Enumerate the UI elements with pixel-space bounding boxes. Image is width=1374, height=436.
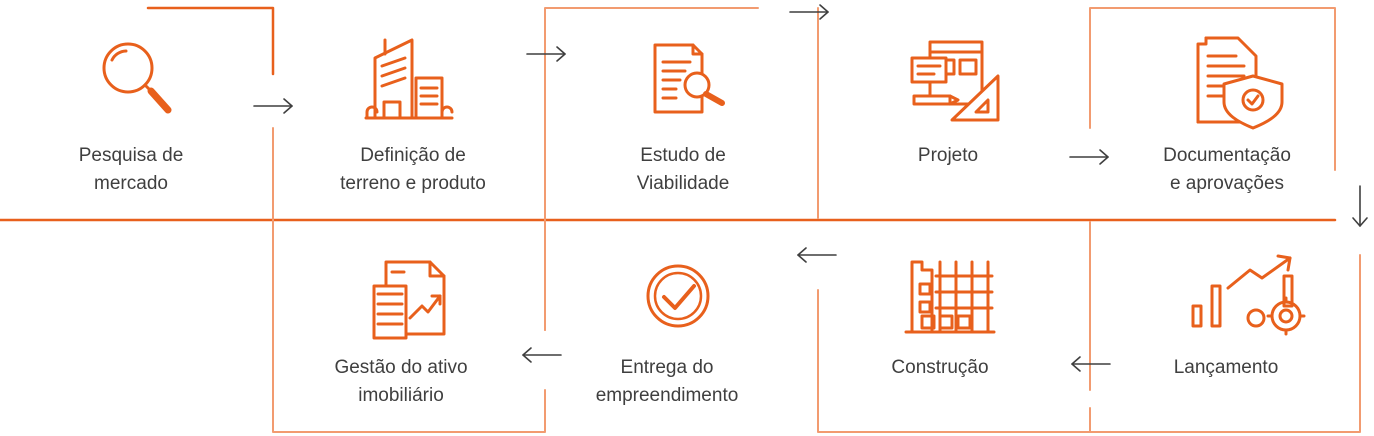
building-construction-icon (904, 260, 996, 334)
check-circle-icon (646, 264, 710, 328)
step-label-construcao: Construção (891, 357, 989, 378)
flow-arrows (253, 4, 1368, 372)
buildings-icon (364, 38, 454, 120)
arrow-left-icon (1071, 356, 1111, 372)
design-tools-icon (910, 40, 1000, 122)
magnifier-icon (102, 42, 172, 114)
step-label-projeto: Projeto (917, 145, 979, 166)
document-shield-icon (1196, 36, 1284, 130)
arrow-right-icon (789, 4, 829, 20)
arrow-down-icon (1352, 185, 1368, 227)
arrow-left-icon (522, 347, 562, 363)
asset-management-icon (372, 260, 446, 340)
document-search-icon (653, 43, 725, 114)
arrow-right-icon (526, 46, 566, 62)
arrow-right-icon (253, 98, 293, 114)
growth-chart-gear-icon (1191, 254, 1306, 336)
arrow-left-icon (797, 247, 837, 263)
flow-connector-lines (0, 6, 1361, 433)
step-label-lancamento: Lançamento (1173, 357, 1279, 378)
arrow-right-icon (1069, 149, 1109, 165)
